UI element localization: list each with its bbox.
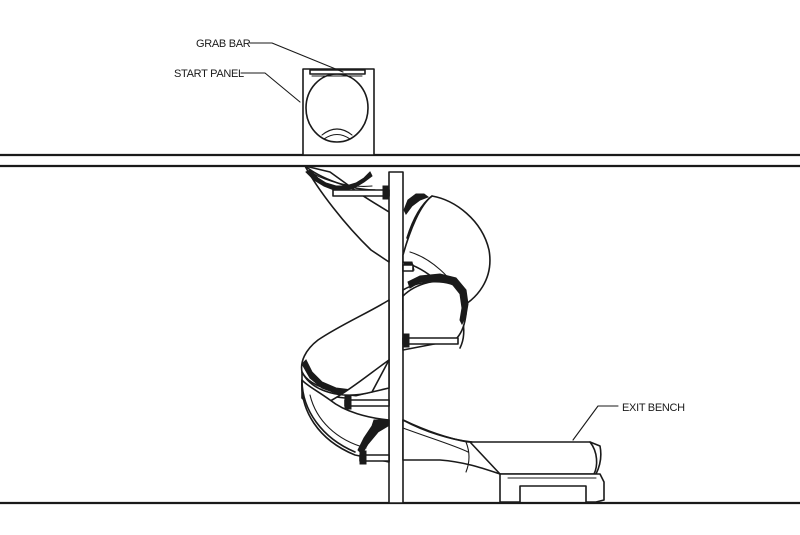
exit-bench-label: EXIT BENCH [622,402,685,414]
mounting-bracket-2 [402,264,459,348]
slide-tube-middle [300,273,469,399]
slide-tube-top [304,165,390,263]
grab-bar-label: GRAB BAR [196,38,251,50]
exit-bench-callout: EXIT BENCH [572,402,685,441]
mounting-bracket-3 [344,395,390,465]
upper-deck-line [0,153,800,168]
start-panel [302,68,375,156]
mounting-bracket-1 [332,185,390,200]
support-post [388,171,404,504]
exit-bench [499,473,605,503]
slide-exit-run [402,419,602,475]
start-panel-callout: START PANEL [174,68,301,103]
grab-bar-callout: GRAB BAR [196,38,344,73]
start-panel-label: START PANEL [174,68,244,80]
slide-tube-lower-loop [301,359,390,463]
